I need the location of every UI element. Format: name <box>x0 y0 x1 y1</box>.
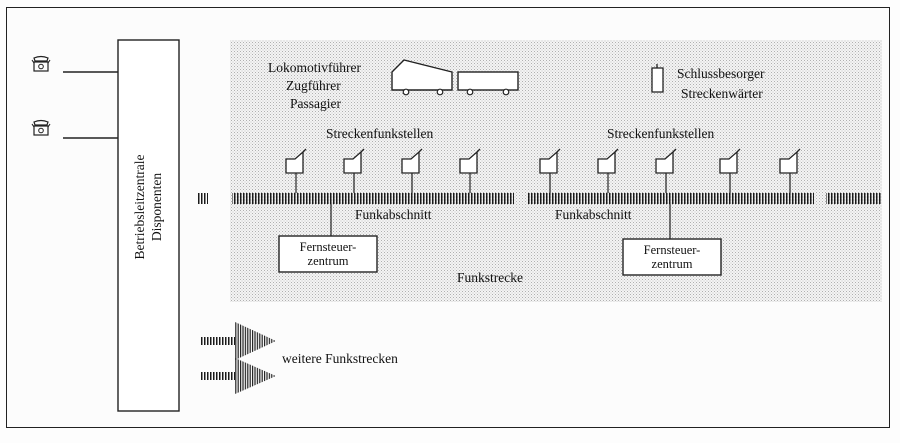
remote-control-box <box>622 238 722 276</box>
remote-control-box <box>278 235 378 273</box>
radio-route-label: Funkstrecke <box>457 270 523 285</box>
remote-control-label-line2: zentrum <box>307 254 349 268</box>
crew-label-driver: Lokomotivführer <box>268 60 361 75</box>
remote-control-label-line2: zentrum <box>651 257 693 271</box>
telephone-icon <box>31 119 51 136</box>
additional-links-label: weitere Funkstrecken <box>282 351 398 366</box>
additional-link-cone <box>200 322 276 360</box>
stations-label-right: Streckenfunkstellen <box>607 126 715 141</box>
crew-label-conductor: Zugführer <box>286 78 341 93</box>
central-label: Betriebsleitzentrale Disponenten <box>131 155 165 260</box>
central-label-line2: Disponenten <box>149 172 164 242</box>
crew-label-passenger: Passagier <box>290 96 341 111</box>
section-label-left: Funkabschnitt <box>355 207 432 222</box>
section-label-right: Funkabschnitt <box>555 207 632 222</box>
handheld-radio-icon <box>651 64 664 93</box>
staff-label-rear: Schlussbesorger <box>677 66 765 81</box>
staff-label-trackwarden: Streckenwärter <box>681 86 763 101</box>
remote-control-label-line1: Fernsteuer- <box>299 240 357 254</box>
railway-track <box>198 193 882 204</box>
remote-control-label-left: Fernsteuer- zentrum <box>279 240 377 268</box>
train-icon <box>391 59 519 96</box>
additional-link-cone <box>200 358 276 394</box>
telephone-icon <box>31 55 51 72</box>
remote-control-label-right: Fernsteuer- zentrum <box>623 243 721 271</box>
stations-label-left: Streckenfunkstellen <box>326 126 434 141</box>
station-connectors <box>295 173 791 193</box>
remote-control-label-line1: Fernsteuer- <box>643 243 701 257</box>
central-label-line1: Betriebsleitzentrale <box>132 154 147 260</box>
central-box <box>117 39 180 412</box>
